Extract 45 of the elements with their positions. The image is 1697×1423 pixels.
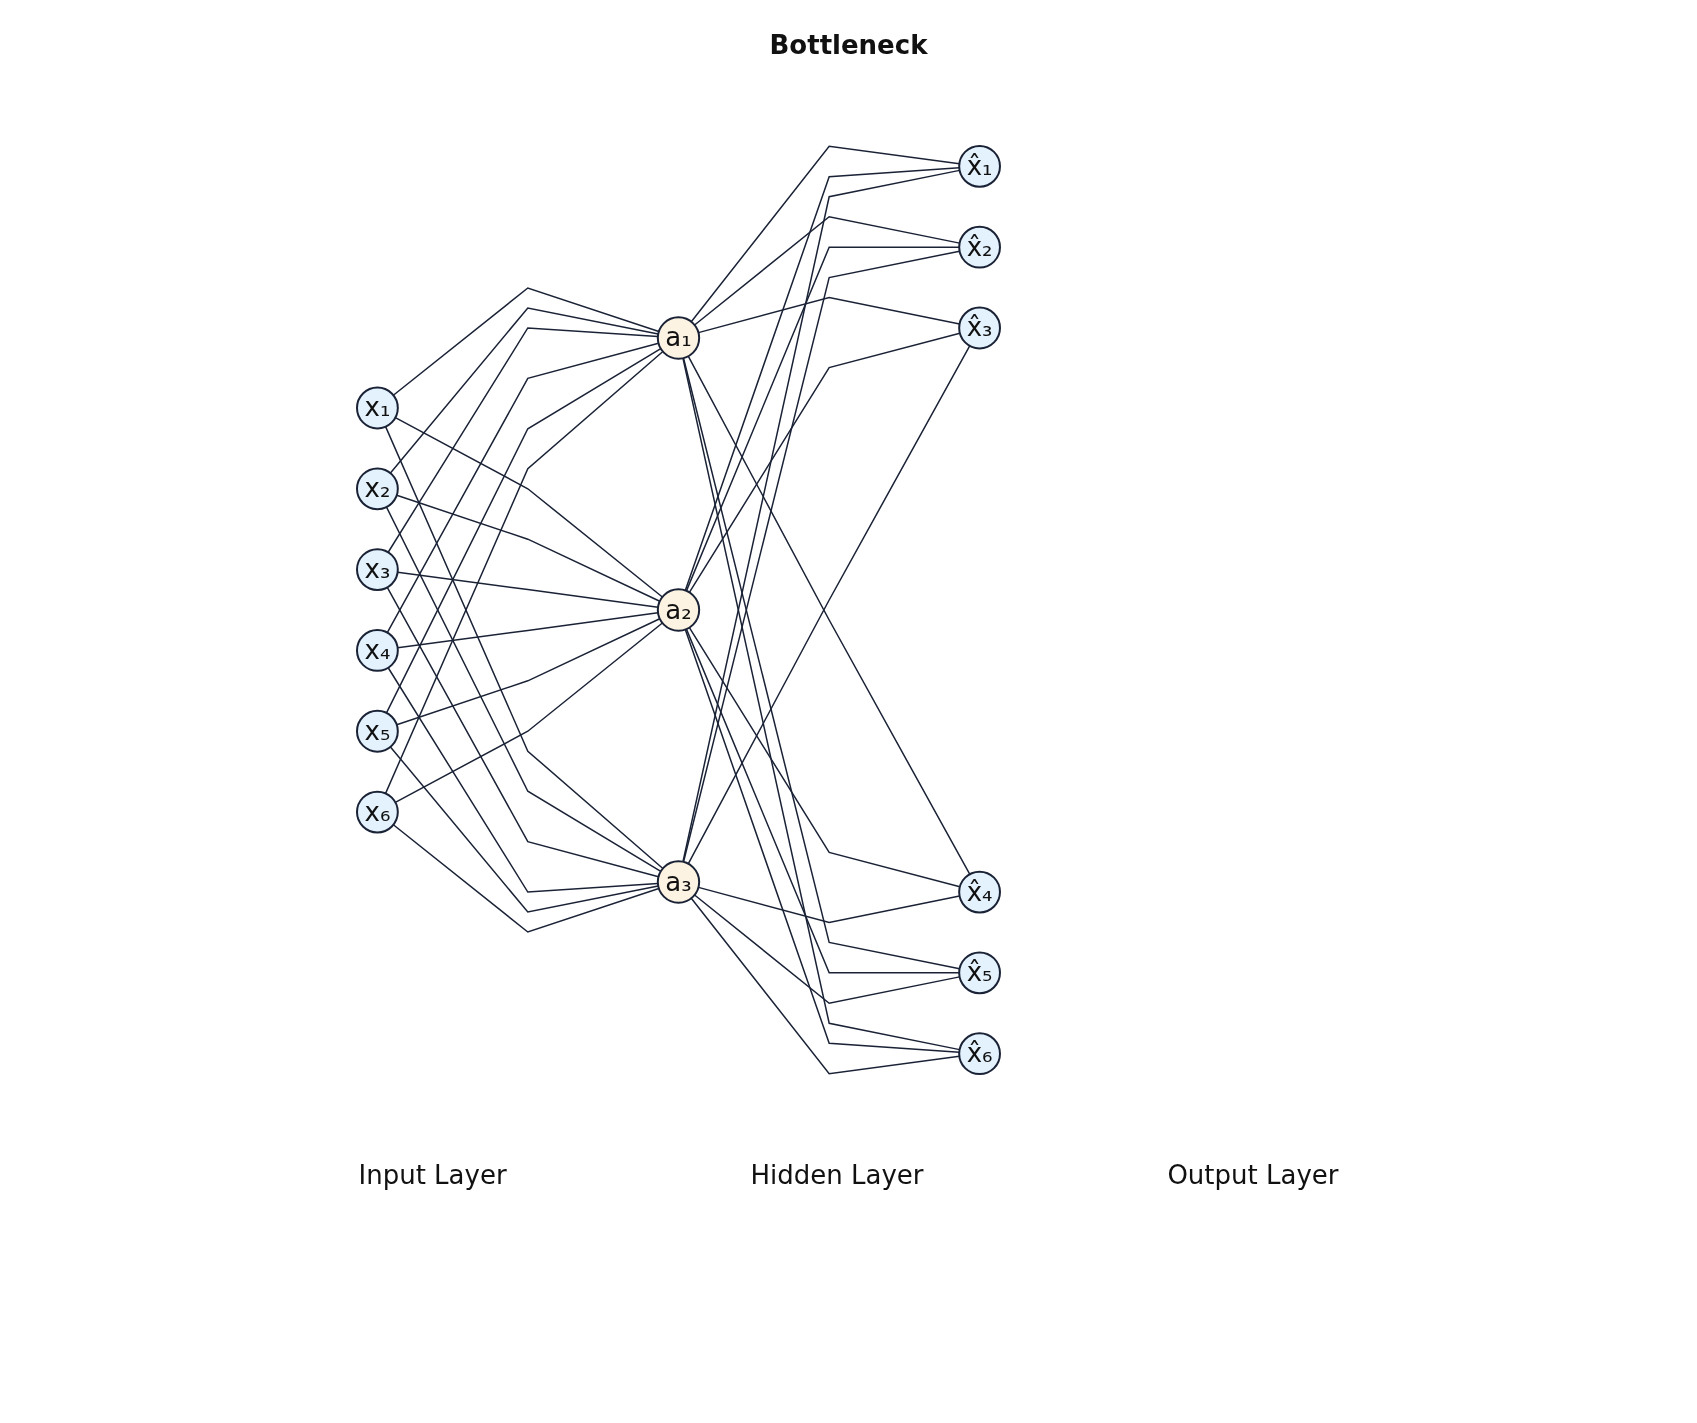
connector (385, 506, 662, 873)
connector (386, 342, 659, 634)
connector (395, 494, 661, 602)
node-circle: a₃ (656, 860, 700, 904)
node-circle: x̂₁ (957, 144, 1001, 188)
connector (392, 824, 660, 933)
node-circle: x̂₆ (957, 1032, 1001, 1076)
connector (384, 425, 664, 870)
section-title: Bottleneck (769, 30, 928, 60)
node-circle: x₁ (355, 386, 399, 430)
connector (685, 246, 960, 592)
connector (693, 215, 960, 326)
connector (394, 622, 663, 804)
connector (697, 296, 960, 334)
connector (395, 618, 661, 726)
node-circle: x̂₃ (957, 306, 1001, 350)
layer-label: Input Layer (358, 1160, 507, 1190)
node-circle: x̂₂ (957, 225, 1001, 269)
connector (697, 886, 960, 924)
node-circle: a₁ (656, 316, 700, 360)
connector (685, 628, 960, 974)
node-circle: x̂₄ (957, 870, 1001, 914)
connector (690, 145, 960, 323)
node-circle: x₆ (355, 790, 399, 834)
node-circle: x₃ (355, 548, 399, 591)
connector (688, 332, 961, 594)
node-circle: a₂ (656, 588, 700, 632)
connector (392, 287, 660, 396)
connector (389, 746, 659, 913)
connector (386, 586, 659, 878)
connector (693, 894, 960, 1005)
layer-label: Hidden Layer (750, 1160, 924, 1190)
layer-label: Output Layer (1167, 1160, 1339, 1190)
node-circle: x₂ (355, 467, 399, 511)
connector (394, 416, 663, 598)
connector (690, 897, 960, 1075)
connector (684, 628, 960, 1053)
connector (389, 307, 659, 474)
connector (385, 347, 662, 714)
connector (688, 626, 961, 888)
connector (684, 167, 960, 592)
node-circle: x₄ (355, 629, 399, 672)
node-circle: x̂₅ (957, 951, 1001, 995)
node-circle: x₅ (355, 709, 399, 753)
connector (384, 350, 664, 795)
